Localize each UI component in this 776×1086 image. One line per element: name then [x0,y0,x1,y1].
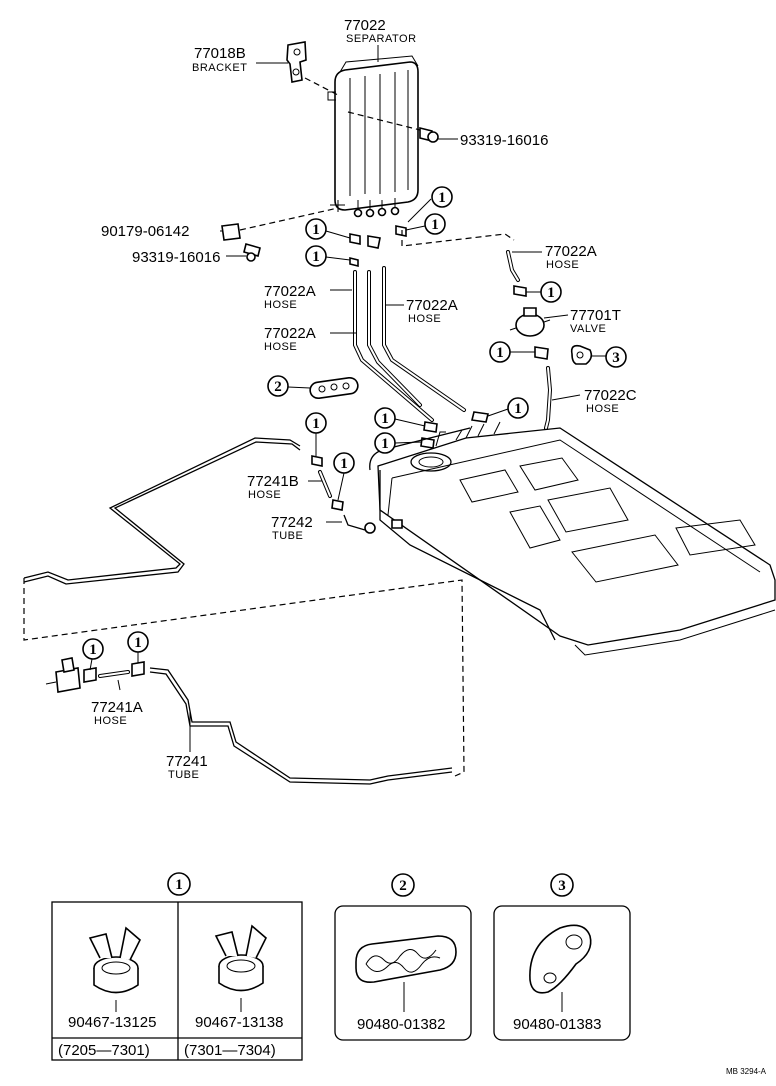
separator-number: 77022 [344,17,386,34]
hose-a2-name: HOSE [264,299,297,311]
grommet-part [309,376,359,400]
callout-number: 1 [381,436,389,452]
legend-callout-3 [550,873,574,897]
callout-number: 2 [274,379,282,395]
callout-1 [374,432,396,454]
hose-a4-name: HOSE [264,341,297,353]
pad-drawing [529,924,592,1012]
hose-a1-name: HOSE [546,259,579,271]
hose-b-name: HOSE [248,489,281,501]
hose-b-part [311,455,344,511]
legend: 1 90467-13125 90467-13138 (7205—7301) (7… [51,872,631,1061]
part-labels: 77022 SEPARATOR 77018B BRACKET 93319-160… [91,17,637,781]
callout-number: 1 [312,416,320,432]
callout-number: 1 [514,401,522,417]
legend-callout-2 [391,873,415,897]
hose-b-number: 77241B [247,473,299,490]
hose-c-name: HOSE [586,403,619,415]
bolt-top-part [347,111,439,143]
callout-number: 1 [496,345,504,361]
clamp-b-drawing [214,924,267,1012]
callout-1 [507,397,529,419]
callout-1 [305,412,327,434]
pad-small-part [570,344,593,365]
bracket-name: BRACKET [192,62,247,74]
hose-a3-name: HOSE [408,313,441,325]
callout-circles: 1 1 1 1 1 1 3 2 1 1 1 1 [82,186,627,671]
callout-number: 1 [340,456,348,472]
callout-1 [431,186,453,208]
tube-small-part [343,514,376,534]
bolt-left-a-number: 90179-06142 [101,223,189,240]
legend-grommet-box [334,905,472,1041]
callout-1 [333,452,355,474]
leader-lines [117,45,581,752]
callout-number: 1 [89,642,97,658]
legend-clamp-a-range: (7205—7301) [58,1042,150,1059]
callout-number: 1 [312,249,320,265]
legend-clamp-box [51,901,303,1061]
hose-a1-number: 77022A [545,243,597,260]
callout-1 [540,281,562,303]
bolt-left-part [221,207,339,262]
hose-tubes [353,266,466,422]
tube-small-name: TUBE [272,530,303,542]
callout-1 [489,341,511,363]
clamp-a-drawing [88,926,141,1012]
callout-number: 1 [381,411,389,427]
separator-part [327,55,419,218]
legend-clamp-b-range: (7301—7304) [184,1042,276,1059]
callout-number: 1 [547,285,555,301]
hose-c-part [544,366,553,430]
legend-pad-box [493,905,631,1041]
tank-fitting-clamps [420,411,489,449]
valve-part [509,307,551,337]
tube-small-number: 77242 [271,514,313,531]
bracket-part [286,41,307,83]
legend-callout-number: 3 [558,878,566,894]
hose-241a-part [45,657,145,693]
callout-3 [605,346,627,368]
callout-1 [424,213,446,235]
callout-number: 1 [134,635,142,651]
separator-name: SEPARATOR [346,33,417,45]
legend-grommet-part: 90480-01382 [357,1016,445,1033]
tube-241-number: 77241 [166,753,208,770]
callout-1 [305,245,327,267]
callout-number: 1 [312,222,320,238]
callout-2 [267,375,289,397]
hose-c-number: 77022C [584,387,637,404]
hose-a2-number: 77022A [264,283,316,300]
hose-241a-number: 77241A [91,699,143,716]
grommet-drawing [355,935,457,1012]
fuel-tank-part [369,421,776,656]
legend-clamp-a-part: 90467-13125 [68,1014,156,1031]
hose-a4-number: 77022A [264,325,316,342]
hose-a3-number: 77022A [406,297,458,314]
callout-number: 3 [612,350,620,366]
legend-callout-number: 1 [175,877,183,893]
legend-callout-number: 2 [399,878,407,894]
tube-241-name: TUBE [168,769,199,781]
bolt-top-number: 93319-16016 [460,132,548,149]
callout-number: 1 [438,190,446,206]
valve-number: 77701T [570,307,621,324]
hose-241a-name: HOSE [94,715,127,727]
hose-upper-right [506,250,527,297]
legend-pad-part: 90480-01383 [513,1016,601,1033]
callout-1 [305,218,327,240]
separator-clamps [349,225,407,268]
bolt-left-b-number: 93319-16016 [132,249,220,266]
long-tube-part [23,437,465,785]
diagram-code: MB 3294-A [726,1067,767,1076]
callout-number: 1 [431,217,439,233]
bracket-number: 77018B [194,45,246,62]
callout-1 [82,638,104,660]
callout-1 [374,407,396,429]
valve-name: VALVE [570,323,606,335]
legend-clamp-b-part: 90467-13138 [195,1014,283,1031]
legend-callout-1 [167,872,191,896]
callout-1 [127,631,149,653]
